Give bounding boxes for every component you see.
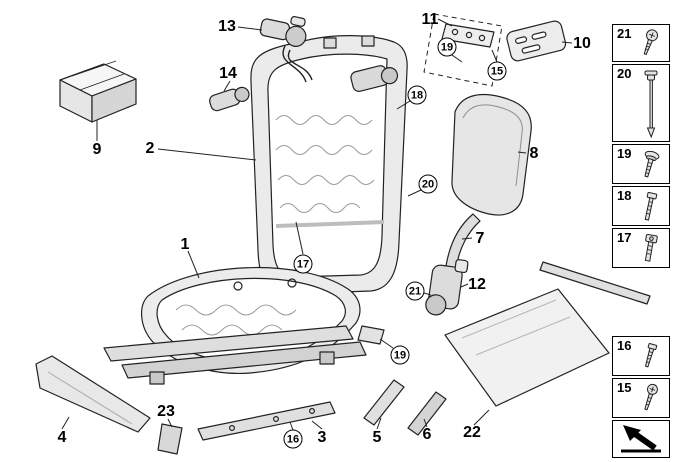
part-seat-motor (425, 259, 469, 316)
legend-item-18[interactable]: 18 (612, 186, 670, 226)
legend-number-19: 19 (617, 146, 632, 161)
circled-callout-19a[interactable]: 19 (437, 37, 457, 57)
legend-item-20[interactable]: 20 (612, 64, 670, 142)
circled-callout-15[interactable]: 15 (487, 61, 507, 81)
callout-23[interactable]: 23 (157, 403, 175, 420)
part-backrest-frame (250, 35, 408, 295)
hex-bolt-icon (644, 192, 658, 221)
legend-number-21: 21 (617, 26, 632, 41)
small-screw-icon (644, 343, 658, 368)
callout-5[interactable]: 5 (372, 429, 382, 446)
torx-screw-icon (644, 383, 658, 411)
legend-number-15: 15 (617, 380, 632, 395)
circled-callout-21[interactable]: 21 (405, 281, 425, 301)
part-outer-trim (35, 355, 151, 433)
legend-number-17: 17 (617, 230, 632, 245)
part-shipping-box (59, 60, 137, 123)
circled-callout-19b[interactable]: 19 (390, 345, 410, 365)
part-small-bracket (157, 423, 183, 455)
legend-direction-box[interactable] (612, 420, 670, 458)
callout-14[interactable]: 14 (219, 65, 237, 82)
part-cover-strip-6 (407, 391, 447, 436)
legend-number-20: 20 (617, 66, 632, 81)
part-small-motor (209, 86, 250, 112)
part-drive-actuator (259, 16, 307, 83)
legend-item-21[interactable]: 21 (612, 24, 670, 62)
callout-3[interactable]: 3 (317, 429, 327, 446)
part-floor-panel (444, 261, 651, 407)
part-cover-strip-5 (363, 379, 405, 426)
callout-12[interactable]: 12 (468, 276, 486, 293)
part-curved-trim (445, 213, 481, 270)
part-rail-trim (197, 401, 336, 441)
callout-2[interactable]: 2 (145, 140, 155, 157)
legend-item-16[interactable]: 16 (612, 336, 670, 376)
part-bracket-plate (423, 13, 503, 87)
callout-9[interactable]: 9 (92, 141, 102, 158)
callout-8[interactable]: 8 (529, 145, 539, 162)
callout-4[interactable]: 4 (57, 429, 67, 446)
legend-number-16: 16 (617, 338, 632, 353)
pan-head-screw-icon (644, 150, 660, 178)
legend-item-15[interactable]: 15 (612, 378, 670, 418)
torx-screw-icon (643, 29, 659, 56)
callout-1[interactable]: 1 (180, 236, 190, 253)
callout-11[interactable]: 11 (421, 11, 439, 28)
leader-lines (61, 18, 573, 431)
socket-bolt-icon (644, 233, 658, 262)
callout-6[interactable]: 6 (422, 426, 432, 443)
legend-item-19[interactable]: 19 (612, 144, 670, 184)
circled-callout-17[interactable]: 17 (293, 254, 313, 274)
callout-13[interactable]: 13 (218, 18, 236, 35)
callout-10[interactable]: 10 (573, 35, 591, 52)
legend-number-18: 18 (617, 188, 632, 203)
part-mounting-plate (506, 20, 567, 62)
circled-callout-16[interactable]: 16 (283, 429, 303, 449)
legend-item-17[interactable]: 17 (612, 228, 670, 268)
circled-callout-18[interactable]: 18 (407, 85, 427, 105)
callout-7[interactable]: 7 (475, 230, 485, 247)
backrest-motor (350, 65, 399, 92)
front-direction-arrow-icon (621, 425, 661, 453)
expansion-rivet-icon (644, 70, 658, 139)
callout-22[interactable]: 22 (463, 424, 481, 441)
part-headrest (451, 93, 532, 216)
circled-callout-20[interactable]: 20 (418, 174, 438, 194)
part-seat-base-frame (103, 266, 385, 385)
